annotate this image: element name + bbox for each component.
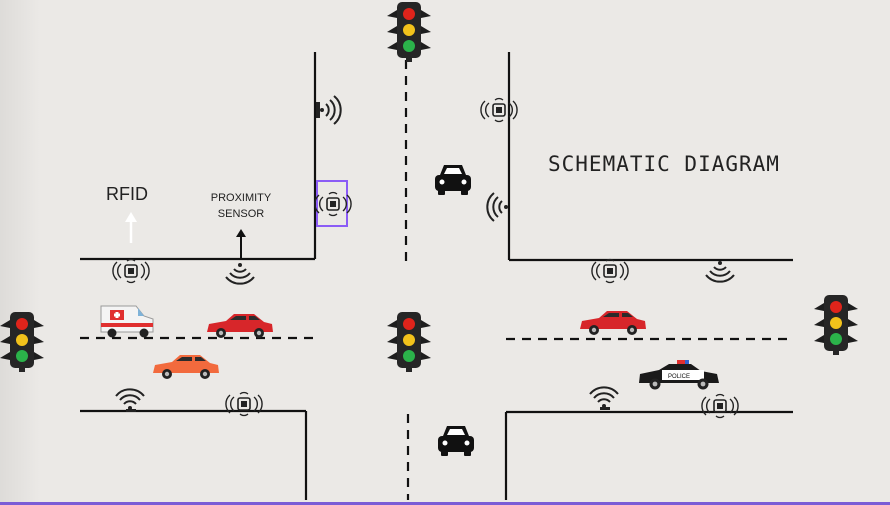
lane-markings (80, 60, 790, 500)
sensor-mount (316, 102, 320, 118)
traffic-light-icon-north (387, 2, 431, 62)
traffic-light-icon-center (387, 312, 431, 372)
rfid-reader-icon-5 (480, 97, 518, 123)
bottom-border (0, 502, 890, 505)
wifi-signal-icon-6 (486, 192, 509, 222)
rfid-label: RFID (106, 184, 148, 204)
wifi-signal-icon-4 (589, 386, 619, 409)
rfid-reader-icon-1 (112, 258, 150, 284)
red-car-icon-1 (207, 314, 273, 338)
road-edges (80, 52, 793, 500)
proximity-sensor-label: PROXIMITY SENSOR (196, 190, 286, 222)
car-icon-north (435, 165, 471, 195)
police-label: POLICE (668, 374, 690, 380)
rfid-reader-icon-2 (591, 258, 629, 284)
rfid-reader-highlighted (314, 180, 352, 227)
rfid-arrow (125, 212, 137, 243)
car-icon-south (438, 426, 474, 456)
wifi-signal-icon-1 (225, 262, 255, 285)
proximity-arrow (236, 229, 246, 258)
traffic-light-icon-west (0, 312, 44, 372)
traffic-light-icon-east (814, 295, 858, 355)
wifi-signal-icon-5 (319, 95, 342, 125)
wifi-signal-icon-2 (705, 260, 735, 283)
proximity-label-line2: SENSOR (217, 208, 265, 220)
wifi-signal-icon-3 (115, 388, 145, 411)
sensor-mount (126, 409, 136, 412)
red-car-icon-2 (580, 311, 646, 335)
orange-car-icon (153, 355, 219, 379)
rfid-reader-icon-4 (701, 393, 739, 419)
diagram-title: SCHEMATIC DIAGRAM (548, 152, 780, 176)
paper-shadow (0, 0, 40, 505)
proximity-label-line1: PROXIMITY (210, 192, 272, 204)
sensor-mount (600, 407, 610, 410)
police-car-icon: POLICE (639, 360, 719, 390)
ambulance-icon (100, 305, 154, 338)
